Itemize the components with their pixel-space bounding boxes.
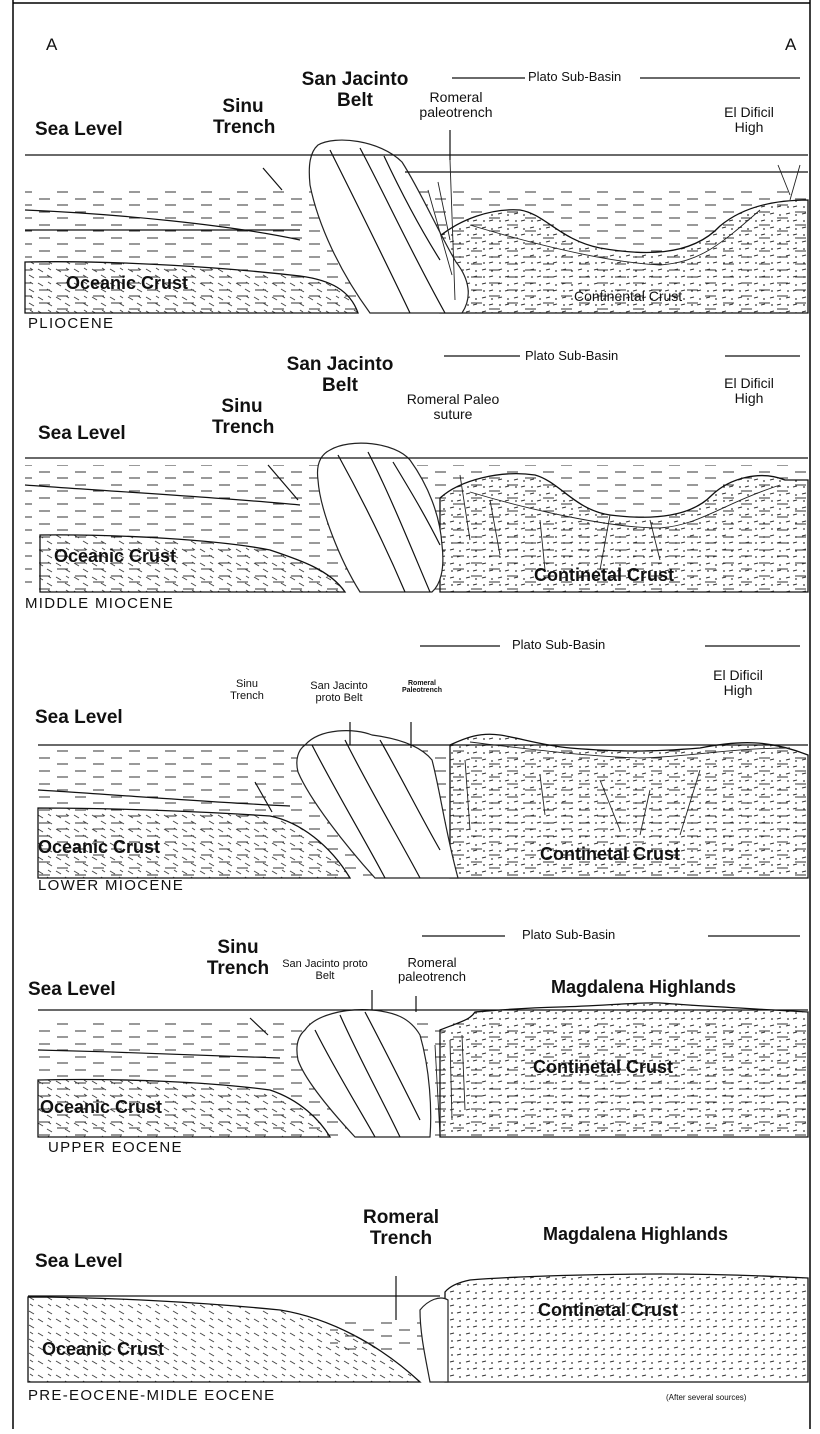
oceanic-crust-label: Oceanic Crust bbox=[66, 274, 188, 294]
age-label: UPPER EOCENE bbox=[48, 1140, 183, 1157]
highlands-label: Magdalena Highlands bbox=[543, 1225, 728, 1245]
romeral-label: Romeral Paleotrench bbox=[388, 680, 456, 695]
sea-level-label: Sea Level bbox=[38, 424, 126, 445]
trench-label: Romeral Trench bbox=[346, 1208, 456, 1250]
romeral-label: Romeral paleotrench bbox=[412, 90, 500, 121]
romeral-label: Romeral paleotrench bbox=[382, 956, 482, 985]
continental-crust-label: Continental Crust bbox=[574, 289, 682, 304]
high-label: El Dificil High bbox=[703, 668, 773, 699]
trench-label: Sinu Trench bbox=[222, 678, 272, 702]
age-label: MIDDLE MIOCENE bbox=[25, 596, 174, 613]
sea-level-label: Sea Level bbox=[35, 708, 123, 729]
sea-level-label: Sea Level bbox=[35, 120, 123, 141]
continental-crust bbox=[445, 1274, 808, 1382]
continental-crust-label: Continetal Crust bbox=[533, 1058, 673, 1078]
belt-label: San Jacinto proto Belt bbox=[282, 958, 368, 982]
trench-leader-1 bbox=[263, 168, 282, 190]
age-label: LOWER MIOCENE bbox=[38, 878, 184, 895]
age-label: PRE-EOCENE-MIDLE EOCENE bbox=[28, 1388, 275, 1405]
source-credit: (After several sources) bbox=[666, 1394, 746, 1403]
trench-label: Sinu Trench bbox=[198, 938, 278, 980]
highlands-label: Magdalena Highlands bbox=[551, 978, 736, 998]
section-start-label: A bbox=[46, 36, 57, 55]
continental-crust-label: Continetal Crust bbox=[534, 566, 674, 586]
section-end-label: A bbox=[785, 36, 796, 55]
oceanic-crust-label: Oceanic Crust bbox=[54, 547, 176, 567]
high-label: El Dificil High bbox=[714, 376, 784, 407]
oceanic-crust-label: Oceanic Crust bbox=[38, 838, 160, 858]
sea-level-label: Sea Level bbox=[35, 1252, 123, 1273]
belt-label: San Jacinto Belt bbox=[285, 355, 395, 397]
panel-pre-eocene bbox=[28, 1274, 808, 1382]
basin-label: Plato Sub-Basin bbox=[528, 70, 621, 84]
continental-crust-label: Continetal Crust bbox=[538, 1301, 678, 1321]
sea-level-label: Sea Level bbox=[28, 980, 116, 1001]
romeral-label: Romeral Paleo suture bbox=[398, 392, 508, 423]
trench-label: Sinu Trench bbox=[213, 97, 273, 139]
oceanic-crust-label: Oceanic Crust bbox=[40, 1098, 162, 1118]
basin-label: Plato Sub-Basin bbox=[512, 638, 605, 652]
panel-middle-miocene bbox=[25, 443, 808, 592]
belt-label: San Jacinto Belt bbox=[300, 70, 410, 112]
age-label: PLIOCENE bbox=[28, 316, 114, 333]
high-label: El Dificil High bbox=[714, 105, 784, 136]
continental-crust-label: Continetal Crust bbox=[540, 845, 680, 865]
trench-label: Sinu Trench bbox=[212, 397, 272, 439]
oceanic-crust-label: Oceanic Crust bbox=[42, 1340, 164, 1360]
basin-label: Plato Sub-Basin bbox=[522, 928, 615, 942]
basin-label: Plato Sub-Basin bbox=[525, 349, 618, 363]
belt-label: San Jacinto proto Belt bbox=[298, 680, 380, 704]
